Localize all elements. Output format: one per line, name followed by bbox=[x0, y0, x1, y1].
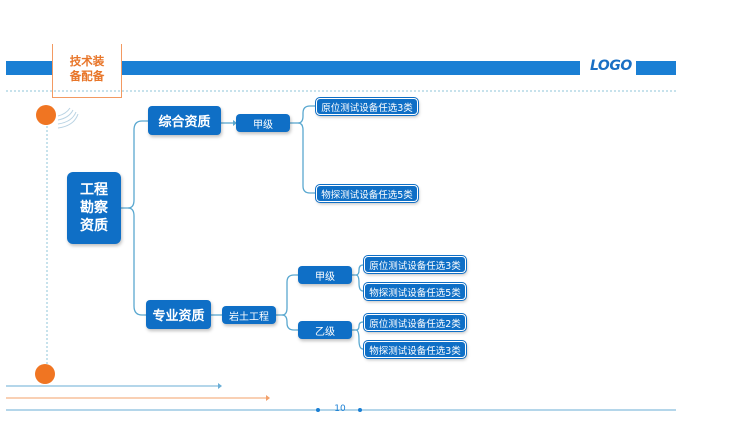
orange-dot-bottom bbox=[35, 364, 55, 384]
branch-comprehensive: 综合资质 bbox=[148, 106, 221, 135]
branch-professional-grade2-leaf2: 物探测试设备任选3类 bbox=[363, 340, 467, 359]
header-bar-left bbox=[6, 61, 580, 75]
branch-comprehensive-leaf2: 物探测试设备任选5类 bbox=[315, 184, 419, 203]
branch-professional-grade2-leaf1: 原位测试设备任选2类 bbox=[363, 313, 467, 332]
branch-professional-grade1: 甲级 bbox=[298, 266, 352, 284]
root-node: 工程 勘察 资质 bbox=[67, 172, 121, 244]
root-line1: 工程 bbox=[80, 182, 108, 198]
branch-professional-grade1-leaf1: 原位测试设备任选3类 bbox=[363, 255, 467, 274]
branch-professional-field: 岩土工程 bbox=[222, 306, 276, 324]
section-tag-line2: 备配备 bbox=[69, 69, 105, 83]
section-tag-line1: 技术装 bbox=[69, 54, 105, 68]
header-bar-right bbox=[636, 61, 676, 75]
root-line2: 勘察 bbox=[80, 200, 108, 216]
branch-professional-grade2: 乙级 bbox=[298, 321, 352, 339]
branch-comprehensive-leaf1: 原位测试设备任选3类 bbox=[315, 97, 419, 116]
orange-dot-top bbox=[36, 105, 56, 125]
page-number: 10 bbox=[334, 404, 346, 414]
logo: LOGO bbox=[590, 58, 632, 74]
branch-professional-grade1-leaf2: 物探测试设备任选5类 bbox=[363, 282, 467, 301]
root-line3: 资质 bbox=[80, 218, 108, 234]
branch-comprehensive-grade: 甲级 bbox=[236, 114, 290, 132]
branch-professional: 专业资质 bbox=[146, 300, 211, 329]
section-tag: 技术装 备配备 bbox=[52, 44, 122, 98]
